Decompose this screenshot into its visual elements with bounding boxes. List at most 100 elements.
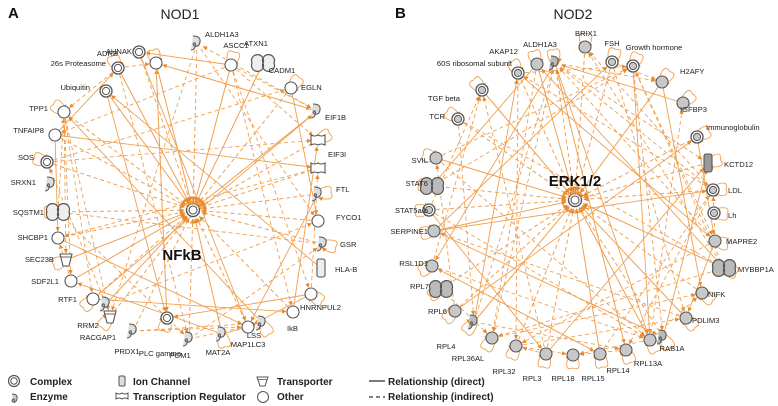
ion-channel-icon xyxy=(118,375,126,387)
node-hla-b xyxy=(316,258,326,278)
self-loop xyxy=(215,332,231,349)
legend-complex-label: Complex xyxy=(30,377,73,388)
node-label-rpl32: RPL32 xyxy=(492,367,515,376)
node-label-sec23b: SEC23B xyxy=(25,255,54,264)
edge xyxy=(632,65,665,331)
other-icon xyxy=(257,391,269,403)
edge-to-hub xyxy=(481,89,570,194)
edge xyxy=(111,42,198,311)
edge xyxy=(482,96,547,355)
self-loop xyxy=(527,49,544,66)
node-tgf-beta xyxy=(475,83,489,97)
node-label-rpl36al: RPL36AL xyxy=(452,354,485,363)
legend-transporter-label: Transporter xyxy=(277,377,333,388)
node-label-ascc1: ASCC1 xyxy=(223,41,248,50)
node-label-eif1b: EIF1B xyxy=(325,113,346,122)
node-label-nifk: NIFK xyxy=(708,290,725,299)
node-sqstm1 xyxy=(45,203,71,221)
edge xyxy=(588,52,725,269)
edge-to-hub xyxy=(200,139,319,207)
edge xyxy=(454,140,692,312)
node-label-kctd12: KCTD12 xyxy=(724,160,753,169)
self-loop xyxy=(593,353,609,369)
edge xyxy=(473,321,620,351)
edge xyxy=(433,189,707,232)
edge xyxy=(69,67,119,108)
node-pdlim3 xyxy=(679,311,693,325)
edge-to-hub xyxy=(57,210,185,239)
self-loop xyxy=(421,148,438,163)
node-label-tpp1: TPP1 xyxy=(29,104,48,113)
self-loop xyxy=(317,186,333,202)
edge-to-hub xyxy=(574,208,601,355)
node-svil xyxy=(429,151,443,165)
edge-to-hub xyxy=(196,62,264,203)
self-loop xyxy=(682,314,700,332)
node-label-growth-hormone: Growth hormone xyxy=(626,43,683,52)
node-kctd12 xyxy=(703,153,713,173)
node-label-sdf2l1: SDF2L1 xyxy=(31,277,59,286)
node-immunoglobulin xyxy=(690,130,704,144)
edge-to-hub xyxy=(201,193,319,211)
self-loop xyxy=(146,48,163,65)
edge-to-hub xyxy=(545,208,575,355)
edge xyxy=(561,64,684,104)
node-label-rpl4: RPL4 xyxy=(437,342,456,351)
self-loop xyxy=(628,51,644,68)
node-label-plc-gamma: PLC gamma xyxy=(139,349,182,358)
node-label-svil: SVIL xyxy=(412,156,428,165)
edge-to-hub xyxy=(428,198,567,211)
edge xyxy=(521,240,716,344)
node-rpl32 xyxy=(509,339,523,353)
self-loop xyxy=(49,99,67,116)
self-loop xyxy=(679,89,697,107)
node-sec23b xyxy=(59,253,73,267)
edge xyxy=(523,76,714,191)
node-label-immunoglobulin: Immunoglobulin xyxy=(706,123,760,132)
edge xyxy=(431,69,628,187)
enzyme-icon xyxy=(11,393,18,403)
node-aldh1a3 xyxy=(548,55,559,71)
legend-indirect-label: Relationship (indirect) xyxy=(388,392,494,403)
self-loop xyxy=(417,260,434,277)
node-lh xyxy=(707,206,721,220)
self-loop xyxy=(505,344,521,361)
edge-to-hub xyxy=(196,217,249,328)
node-aldh1a3 xyxy=(190,35,201,51)
edge-to-hub xyxy=(193,218,223,335)
node-lss xyxy=(255,315,266,331)
edge-to-hub xyxy=(583,189,714,202)
node-label-rab1a: RAB1A xyxy=(660,344,686,353)
node-label-rpl15: RPL15 xyxy=(581,374,604,383)
node-growth-hormone xyxy=(626,59,640,73)
node-shcbp1 xyxy=(51,231,65,245)
node-label-ldl: LDL xyxy=(728,186,742,195)
node-ahnak xyxy=(149,56,163,70)
node-label-60s-ribosomal-subunit: 60S ribosomal subunit xyxy=(437,59,513,68)
edge xyxy=(92,298,287,314)
panel-a-network: AHNAKALDH1A3ASCC1ATXN1CADM1EGLNEIF1BEIF3… xyxy=(11,30,362,360)
edge xyxy=(579,339,651,356)
node-ikb xyxy=(286,305,300,319)
node-sdf2l1 xyxy=(64,274,78,288)
edge xyxy=(628,189,714,345)
self-loop xyxy=(315,128,333,146)
self-loop xyxy=(644,337,662,355)
self-loop xyxy=(226,50,241,67)
edge xyxy=(554,62,708,186)
node-label-sqstm1: SQSTM1 xyxy=(13,208,44,217)
self-loop xyxy=(308,290,326,307)
edge xyxy=(105,90,167,312)
node-gsr xyxy=(316,236,327,252)
node-rpl13a xyxy=(643,333,657,347)
self-loop xyxy=(469,76,486,93)
edge-to-hub xyxy=(573,46,586,192)
hub-label-nfkb: NFkB xyxy=(162,247,201,264)
node-hnrnpul2 xyxy=(304,287,318,301)
edge-to-hub xyxy=(579,207,664,338)
node-label-sos: SOS xyxy=(18,153,34,162)
edge-to-hub xyxy=(201,208,319,222)
self-loop xyxy=(712,182,728,198)
edge xyxy=(117,67,189,333)
edge xyxy=(431,96,482,267)
